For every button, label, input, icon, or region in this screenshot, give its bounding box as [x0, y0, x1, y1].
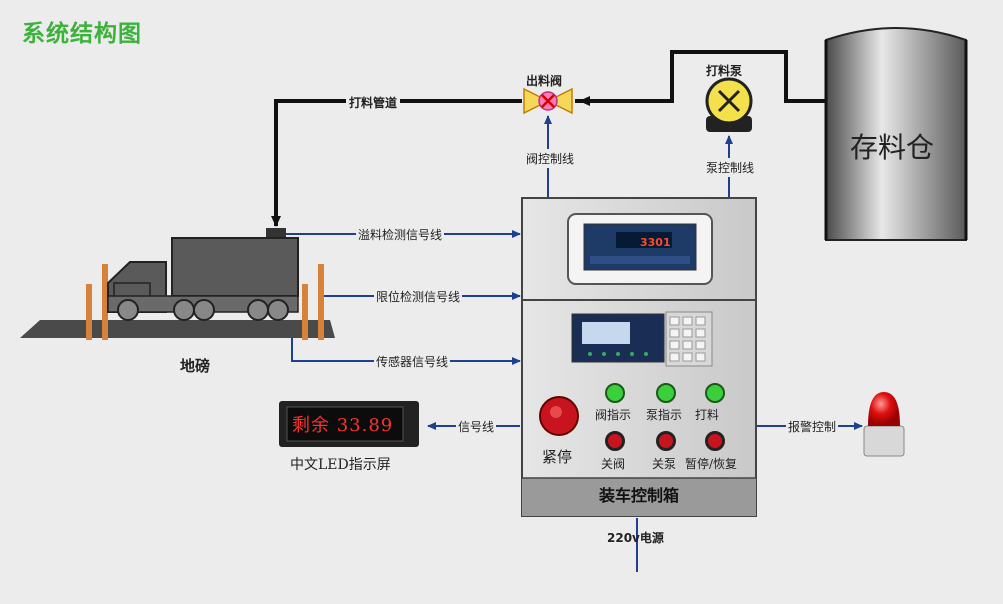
pump-label: 打料泵 — [706, 64, 743, 78]
indicator-lamp-label: 打料 — [695, 408, 720, 422]
control-button[interactable] — [705, 431, 725, 451]
led-display-frame — [279, 401, 419, 447]
alarm-control-label: 报警控制 — [786, 418, 839, 435]
control-button[interactable] — [605, 431, 625, 451]
overflow-signal-label: 溢料检测信号线 — [356, 226, 445, 243]
led-caption: 中文LED指示屏 — [290, 457, 391, 473]
power-label: 220v电源 — [607, 531, 664, 545]
indicator-lamp — [705, 383, 725, 403]
truck-scale — [20, 228, 335, 340]
led-display-text: 剩余 33.89 — [292, 415, 394, 436]
indicator-readout: 3301 — [640, 236, 671, 249]
indicator-lamp-label: 阀指示 — [595, 408, 632, 422]
alarm-light — [863, 392, 905, 457]
led-signal-label: 信号线 — [456, 418, 497, 435]
indicator-lamp — [656, 383, 676, 403]
control-button[interactable] — [656, 431, 676, 451]
estop-label: 紧停 — [542, 448, 573, 466]
valve-control-label: 阀控制线 — [524, 149, 577, 168]
pipe — [271, 50, 826, 227]
silo — [824, 27, 968, 241]
limit-signal-label: 限位检测信号线 — [374, 288, 463, 305]
pump-control-label: 泵控制线 — [704, 158, 757, 177]
silo-label: 存料仓 — [850, 131, 935, 164]
valve-label: 出料阀 — [526, 74, 563, 88]
page-title: 系统结构图 — [22, 21, 142, 47]
pipe-label: 打料管道 — [346, 94, 401, 111]
control-button-label: 暂停/恢复 — [685, 457, 738, 471]
control-box-title: 装车控制箱 — [598, 486, 679, 505]
pump-icon — [705, 77, 753, 132]
scale-label: 地磅 — [180, 357, 211, 375]
indicator-lamp-label: 泵指示 — [646, 408, 683, 422]
control-button-label: 关阀 — [601, 457, 626, 471]
valve-icon — [523, 87, 573, 115]
control-button-label: 关泵 — [652, 457, 677, 471]
indicator-lamp — [605, 383, 625, 403]
control-box — [521, 197, 757, 517]
sensor-signal-label: 传感器信号线 — [374, 353, 451, 370]
